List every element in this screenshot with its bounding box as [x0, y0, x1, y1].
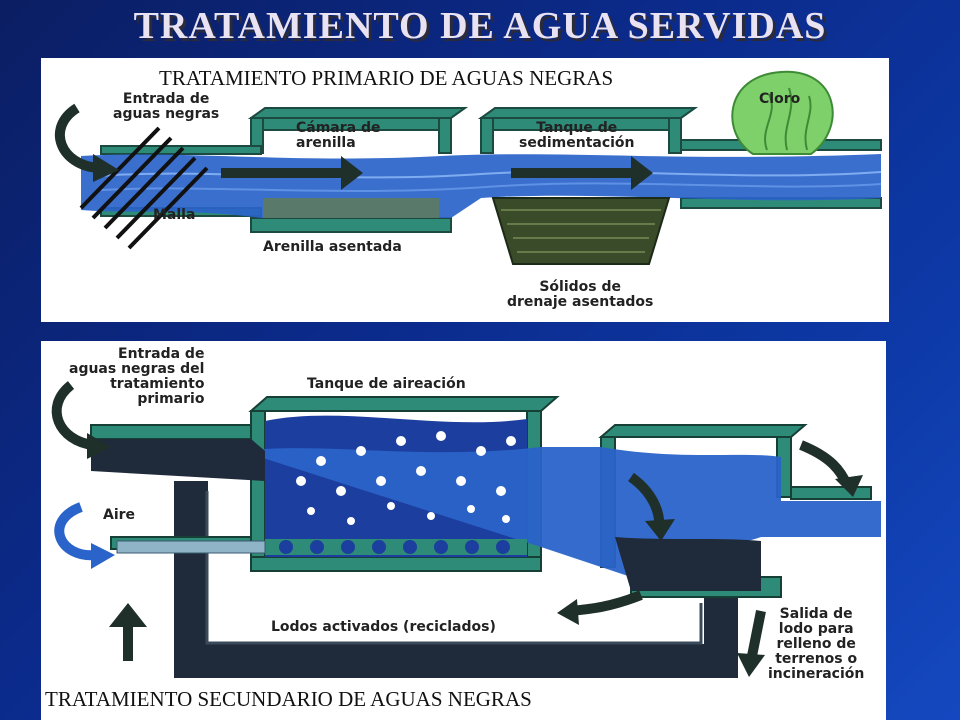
- flow-arrow-1-head: [341, 156, 363, 190]
- inlet-arrow-head: [93, 154, 119, 182]
- clarifier-sludge: [615, 537, 761, 591]
- settled-grit-bed: [263, 198, 439, 218]
- sludge-out-arrow: [746, 610, 766, 662]
- aeration-tank-label: Tanque de aireación: [307, 376, 466, 392]
- sludge-return-arrow: [570, 590, 643, 616]
- chlorine-label: Cloro: [759, 91, 801, 107]
- inlet-curve-arrow: [54, 103, 100, 173]
- up-arrow-head: [109, 603, 147, 627]
- air-curve-arrow: [54, 502, 98, 561]
- chlorine-bulb: [731, 70, 834, 155]
- air-diffuser-bar: [265, 539, 527, 555]
- sedimentation-hopper: [491, 197, 671, 265]
- up-arrow-shaft: [123, 621, 133, 661]
- air-bubbles: [296, 431, 516, 525]
- air-pipe: [116, 540, 266, 554]
- flow-arrow-2-head: [631, 156, 653, 190]
- secondary-caption: TRATAMIENTO SECUNDARIO DE AGUAS NEGRAS: [45, 687, 532, 711]
- secondary-diagram: [51, 381, 881, 678]
- primary-diagram: [54, 70, 882, 265]
- flow-arrow-1-shaft: [221, 168, 351, 178]
- screen-label: Malla: [153, 207, 196, 223]
- sludge-label: Lodos activados (reciclados): [271, 619, 496, 635]
- settled-grit-label: Arenilla asentada: [263, 239, 402, 255]
- air-label: Aire: [103, 507, 136, 523]
- slide-title: TRATAMIENTO DE AGUA SERVIDAS: [133, 5, 827, 47]
- flow-arrow-2-shaft: [511, 168, 641, 178]
- primary-caption: TRATAMIENTO PRIMARIO DE AGUAS NEGRAS: [159, 66, 614, 90]
- diffuser-nozzles: [279, 540, 510, 554]
- screen-grate: [79, 126, 209, 250]
- inlet-curve-arrow-2: [51, 381, 94, 450]
- primary-treatment-panel: TRATAMIENTO PRIMARIO DE AGUAS NEGRAS Ent…: [41, 58, 889, 322]
- recycle-pipe: [174, 481, 738, 678]
